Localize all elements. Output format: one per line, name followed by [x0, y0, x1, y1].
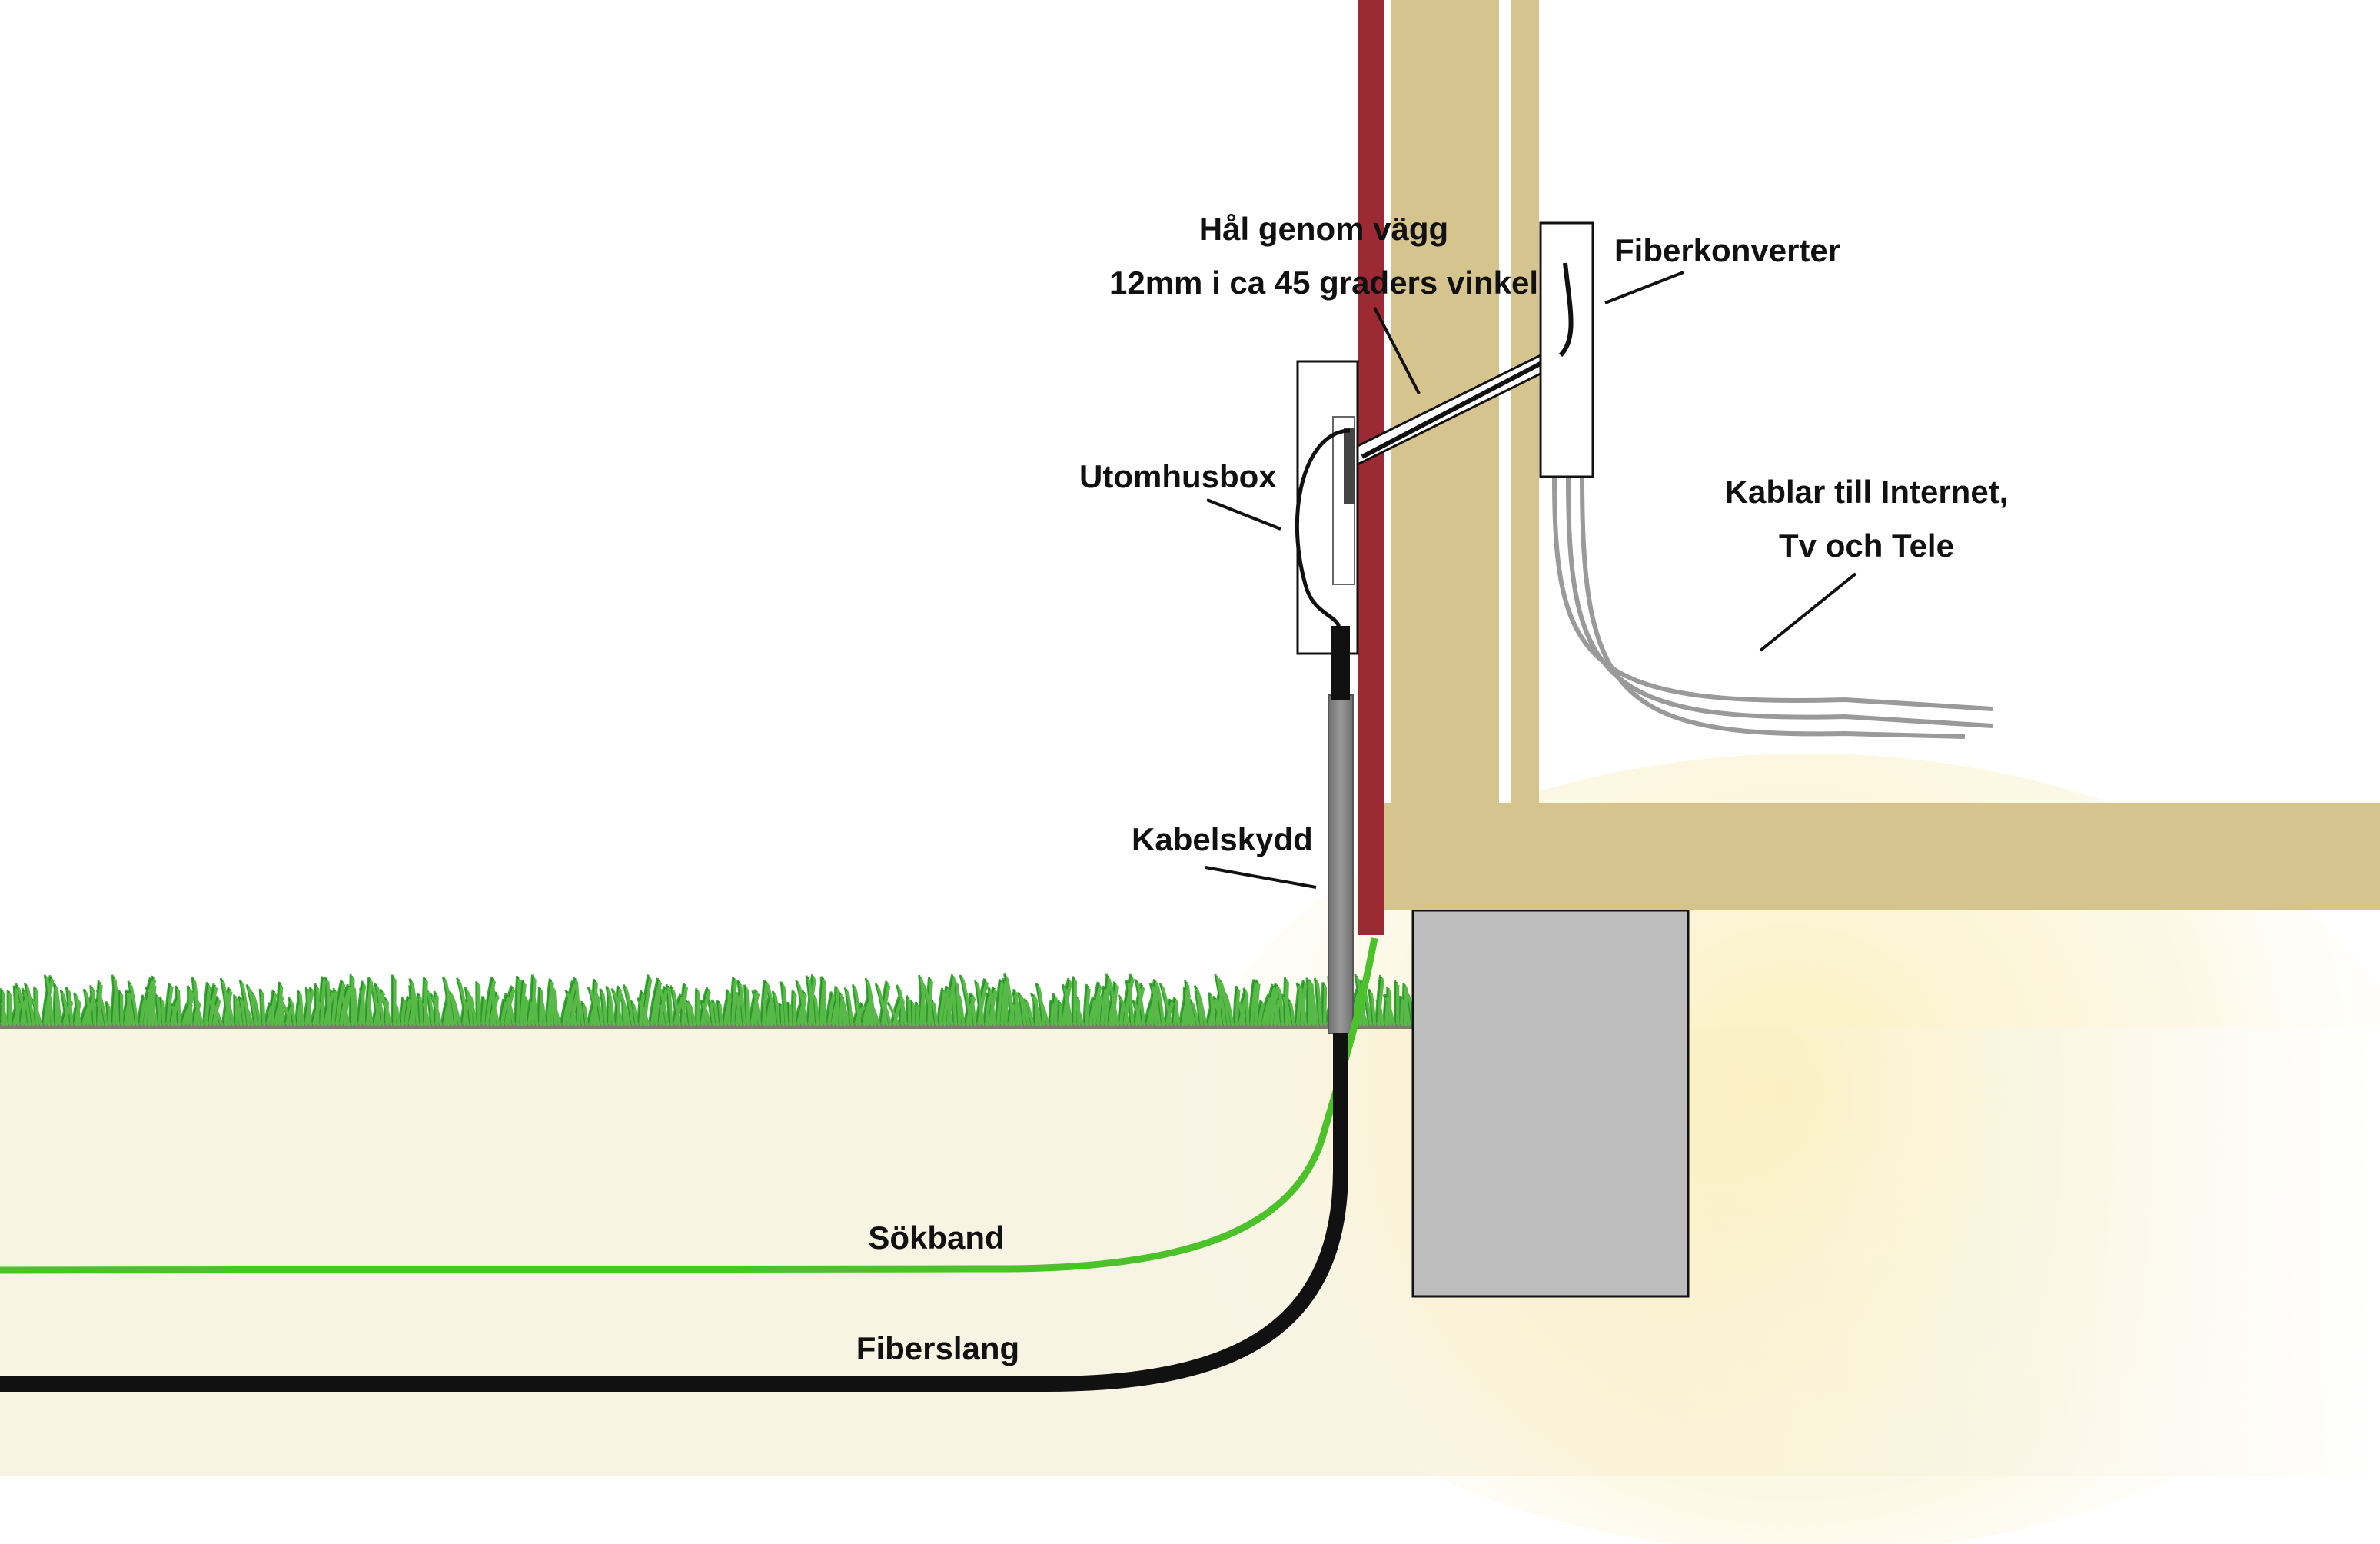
leader-converter: [1604, 271, 1684, 304]
foundation: [1411, 909, 1690, 1298]
label-fiber-hose: Fiberslang: [856, 1330, 1019, 1366]
leader-cables: [1759, 572, 1857, 652]
leader-cable-guard: [1205, 866, 1317, 889]
label-cable-guard: Kabelskydd: [1132, 821, 1313, 857]
hose-top: [1331, 626, 1350, 700]
label-search-tape: Sökband: [868, 1220, 1004, 1256]
soil-edge-fade: [1653, 1027, 2380, 1476]
search-tape: [0, 937, 1378, 1274]
cable-guard: [1328, 694, 1354, 1034]
indoor-cables: [1552, 476, 1993, 739]
grass-blades: [1, 978, 1415, 1027]
outer-wall-cladding: [1358, 0, 1384, 935]
label-hole-line2: 12mm i ca 45 graders vinkel: [1109, 265, 1538, 301]
label-fiber-converter: Fiberkonverter: [1614, 232, 1840, 268]
grass: [0, 973, 1415, 1027]
label-cables-line2: Tv och Tele: [1779, 527, 1954, 564]
fiber-hose: [0, 1033, 1348, 1392]
converter-fiber: [1558, 262, 1574, 358]
label-hole-line1: Hål genom vägg: [1199, 211, 1448, 247]
leader-outdoor-box: [1206, 498, 1281, 531]
leader-hole: [1373, 307, 1421, 394]
inner-stud: [1511, 0, 1539, 807]
label-cables-line1: Kablar till Internet,: [1725, 474, 2009, 510]
label-outdoor-box: Utomhusbox: [1079, 458, 1277, 494]
box-fiber: [1295, 428, 1351, 630]
floor-beam: [1384, 803, 2380, 910]
outdoor-box: [1296, 360, 1359, 655]
box-connector: [1344, 428, 1355, 504]
wall-stud: [1391, 0, 1499, 910]
